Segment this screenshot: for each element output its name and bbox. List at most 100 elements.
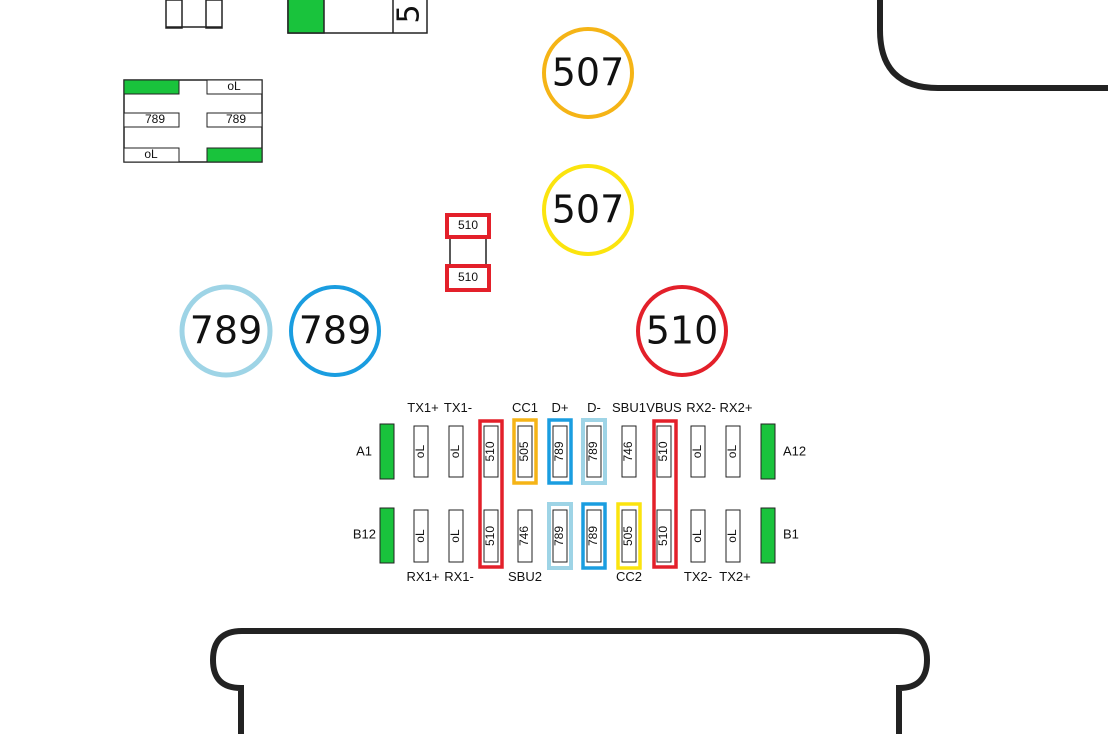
row-b-pin-9: oL xyxy=(690,509,706,563)
highlight-vbus xyxy=(652,419,678,569)
chip-pad-bottom-left-label: oL xyxy=(144,147,158,161)
resistor-top-label: 510 xyxy=(458,218,478,232)
pin-highlight xyxy=(581,502,607,570)
pin-highlight xyxy=(547,502,573,570)
pin-body xyxy=(690,509,706,563)
pin-value: 505 xyxy=(621,526,635,546)
pin-body xyxy=(586,509,602,563)
signal-sbu2: SBU2 xyxy=(508,569,542,584)
signal-rx2-plus: RX2+ xyxy=(720,400,753,415)
pin-value: 746 xyxy=(621,441,635,461)
pin-highlight xyxy=(547,418,573,485)
signal-d-minus: D- xyxy=(587,400,601,415)
pin-value: oL xyxy=(413,445,427,459)
pin-body xyxy=(552,425,568,478)
pad-a1 xyxy=(379,423,395,480)
pin-body xyxy=(621,425,637,478)
pin-body xyxy=(656,509,672,563)
row-b-pin-4: 746 xyxy=(517,509,533,563)
circle-789-blue: 789 xyxy=(289,285,381,377)
circle-value: 789 xyxy=(299,309,372,353)
row-a-pin-3: 510 xyxy=(483,425,499,478)
circle-507-yellow: 507 xyxy=(542,164,634,256)
resistor-bottom-label: 510 xyxy=(458,270,478,284)
pin-value: oL xyxy=(725,445,739,459)
chip-component: oL 789 789 oL xyxy=(123,79,263,163)
partial-component-label: 5 xyxy=(392,4,427,23)
partial-component-middle: 5 xyxy=(287,0,428,34)
circle-value: 507 xyxy=(552,51,625,95)
circle-value: 507 xyxy=(552,188,625,232)
resistor-component: 510 510 xyxy=(445,213,491,292)
pin-value: 789 xyxy=(552,441,566,461)
circle-value: 789 xyxy=(190,309,263,353)
row-b-pin-2: oL xyxy=(448,509,464,563)
pin-body xyxy=(448,509,464,563)
label-a12: A12 xyxy=(783,443,806,458)
pin-value: 789 xyxy=(586,526,600,546)
signal-tx2-minus: TX2- xyxy=(684,569,712,584)
row-b-pin-3: 510 xyxy=(483,509,499,563)
pin-body xyxy=(690,425,706,478)
row-a-pin-1: oL xyxy=(413,425,429,478)
board-outline-bottom xyxy=(209,628,931,734)
pin-value: 789 xyxy=(552,526,566,546)
row-b-pin-5: 789 xyxy=(547,502,573,570)
chip-pad-mid-left-label: 789 xyxy=(145,112,165,126)
signal-cc1: CC1 xyxy=(512,400,538,415)
label-b12: B12 xyxy=(353,526,376,541)
signal-rx2-minus: RX2- xyxy=(686,400,716,415)
pin-value: oL xyxy=(413,529,427,543)
pin-body xyxy=(517,509,533,563)
pin-value: 510 xyxy=(656,441,670,461)
pin-body xyxy=(552,509,568,563)
signal-tx2-plus: TX2+ xyxy=(719,569,750,584)
board-outline-top-right xyxy=(877,0,1108,91)
row-b-pin-10: oL xyxy=(725,509,741,563)
signal-vbus: VBUS xyxy=(646,400,682,415)
signal-d-plus: D+ xyxy=(552,400,569,415)
label-a1: A1 xyxy=(356,443,372,458)
chip-pad-mid-right-label: 789 xyxy=(226,112,246,126)
pin-value: oL xyxy=(690,445,704,459)
circle-789-light-blue: 789 xyxy=(179,284,273,378)
pin-body xyxy=(725,509,741,563)
pin-body xyxy=(483,509,499,563)
pin-body xyxy=(413,425,429,478)
row-b-pin-7: 505 xyxy=(616,502,642,570)
circle-507-orange: 507 xyxy=(542,27,634,119)
row-b-pins: oL oL 510 746 789 789 505 510 oL oL xyxy=(413,502,741,570)
pin-body xyxy=(725,425,741,478)
pin-body xyxy=(413,509,429,563)
pin-value: 746 xyxy=(517,526,531,546)
row-a-pin-10: oL xyxy=(725,425,741,478)
row-a-pin-2: oL xyxy=(448,425,464,478)
pin-body xyxy=(656,425,672,478)
pin-body xyxy=(621,509,637,563)
row-a-pin-4: 505 xyxy=(512,418,538,485)
pin-body xyxy=(448,425,464,478)
row-a-pin-9: oL xyxy=(690,425,706,478)
circle-510-red: 510 xyxy=(636,285,728,377)
pin-body xyxy=(483,425,499,478)
pad-b12 xyxy=(379,507,395,564)
pin-highlight xyxy=(512,418,538,485)
pin-value: 510 xyxy=(483,526,497,546)
row-a-pin-5: 789 xyxy=(547,418,573,485)
pin-value: 505 xyxy=(517,441,531,461)
pin-body xyxy=(586,425,602,478)
pin-highlight xyxy=(616,502,642,570)
pin-value: oL xyxy=(725,529,739,543)
pin-value: 510 xyxy=(483,441,497,461)
pin-body xyxy=(517,425,533,478)
pin-value: 510 xyxy=(656,526,670,546)
row-a-pins: oL oL 510 505 789 789 746 510 oL oL xyxy=(413,418,741,485)
pin-value: 789 xyxy=(586,441,600,461)
signal-rx1-minus: RX1- xyxy=(444,569,474,584)
row-b-pin-8: 510 xyxy=(656,509,672,563)
pin-value: oL xyxy=(690,529,704,543)
signal-sbu1: SBU1 xyxy=(612,400,646,415)
partial-component-left xyxy=(165,0,223,29)
pin-value: oL xyxy=(448,445,462,459)
